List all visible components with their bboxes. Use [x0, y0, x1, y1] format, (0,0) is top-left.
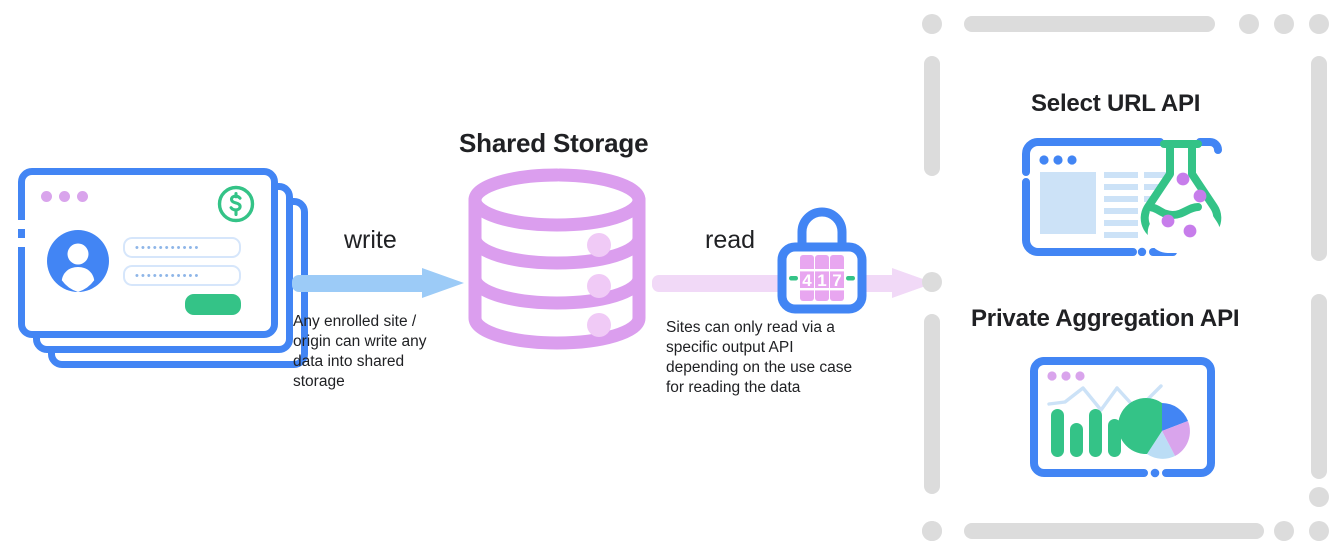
combination-lock-icon: 4 1 7: [776, 201, 868, 314]
read-caption-line-4: for reading the data: [666, 379, 801, 396]
read-caption-line-2: specific output API: [666, 339, 794, 356]
browser-flask-icon: [1018, 138, 1230, 257]
login-card: ••••••••••• •••••••••••: [17, 168, 278, 338]
card-edge-notch: [17, 220, 26, 229]
frame-dash-bottom-long: [964, 523, 1264, 539]
read-label: read: [705, 226, 756, 254]
window-dot-2: [59, 191, 70, 202]
svg-text:4: 4: [802, 271, 812, 290]
frame-dash-right-dot-2: [1309, 521, 1329, 541]
output-apis-frame: [922, 14, 1329, 541]
browser-charts-icon: [1030, 357, 1215, 482]
svg-text:7: 7: [832, 271, 841, 290]
frame-dash-top-dot-left: [922, 14, 942, 34]
window-dot-3: [77, 191, 88, 202]
window-dot-1: [41, 191, 52, 202]
write-arrow: [292, 268, 464, 298]
select-url-api-title: Select URL API: [1031, 90, 1201, 117]
read-caption: Sites can only read via a specific outpu…: [666, 318, 906, 398]
frame-dash-bottom-dot-left: [922, 521, 942, 541]
frame-dash-top-long: [964, 16, 1215, 32]
user-avatar-icon: [47, 230, 109, 292]
frame-dash-top-dot-1: [1239, 14, 1259, 34]
frame-dash-top-dot-2: [1274, 14, 1294, 34]
write-caption-line-4: storage: [293, 373, 345, 390]
frame-dash-left-1: [924, 56, 940, 176]
submit-button[interactable]: [185, 294, 241, 315]
frame-dash-right-1: [1311, 56, 1327, 261]
svg-text:1: 1: [817, 271, 826, 290]
card-edge-notch-2: [17, 238, 26, 247]
write-caption-line-2: origin can write any: [293, 333, 427, 350]
write-label: write: [344, 226, 397, 254]
write-arrow-body: [292, 275, 432, 292]
write-caption-line-1: Any enrolled site /: [293, 313, 417, 330]
private-aggregation-api-title: Private Aggregation API: [971, 305, 1240, 332]
frame-dash-top-dot-3: [1309, 14, 1329, 34]
read-caption-line-1: Sites can only read via a: [666, 319, 835, 336]
password-field[interactable]: •••••••••••: [123, 265, 241, 286]
shared-storage-title: Shared Storage: [459, 128, 649, 158]
dollar-circle-icon: [217, 185, 255, 223]
source-site-stack: ••••••••••• •••••••••••: [17, 168, 308, 368]
frame-dash-bottom-dot: [1274, 521, 1294, 541]
write-caption: Any enrolled site / origin can write any…: [293, 312, 473, 392]
username-field[interactable]: •••••••••••: [123, 237, 241, 258]
write-arrow-head: [422, 268, 464, 298]
write-caption-line-3: data into shared: [293, 353, 405, 370]
frame-dash-right-2: [1311, 294, 1327, 479]
database-cylinder-icon: [468, 168, 646, 350]
frame-dash-right-dot: [1309, 487, 1329, 507]
frame-dash-left-2: [924, 314, 940, 494]
read-caption-line-3: depending on the use case: [666, 359, 853, 376]
card-edge-dot: [18, 229, 25, 238]
frame-dash-left-dot: [922, 272, 942, 292]
